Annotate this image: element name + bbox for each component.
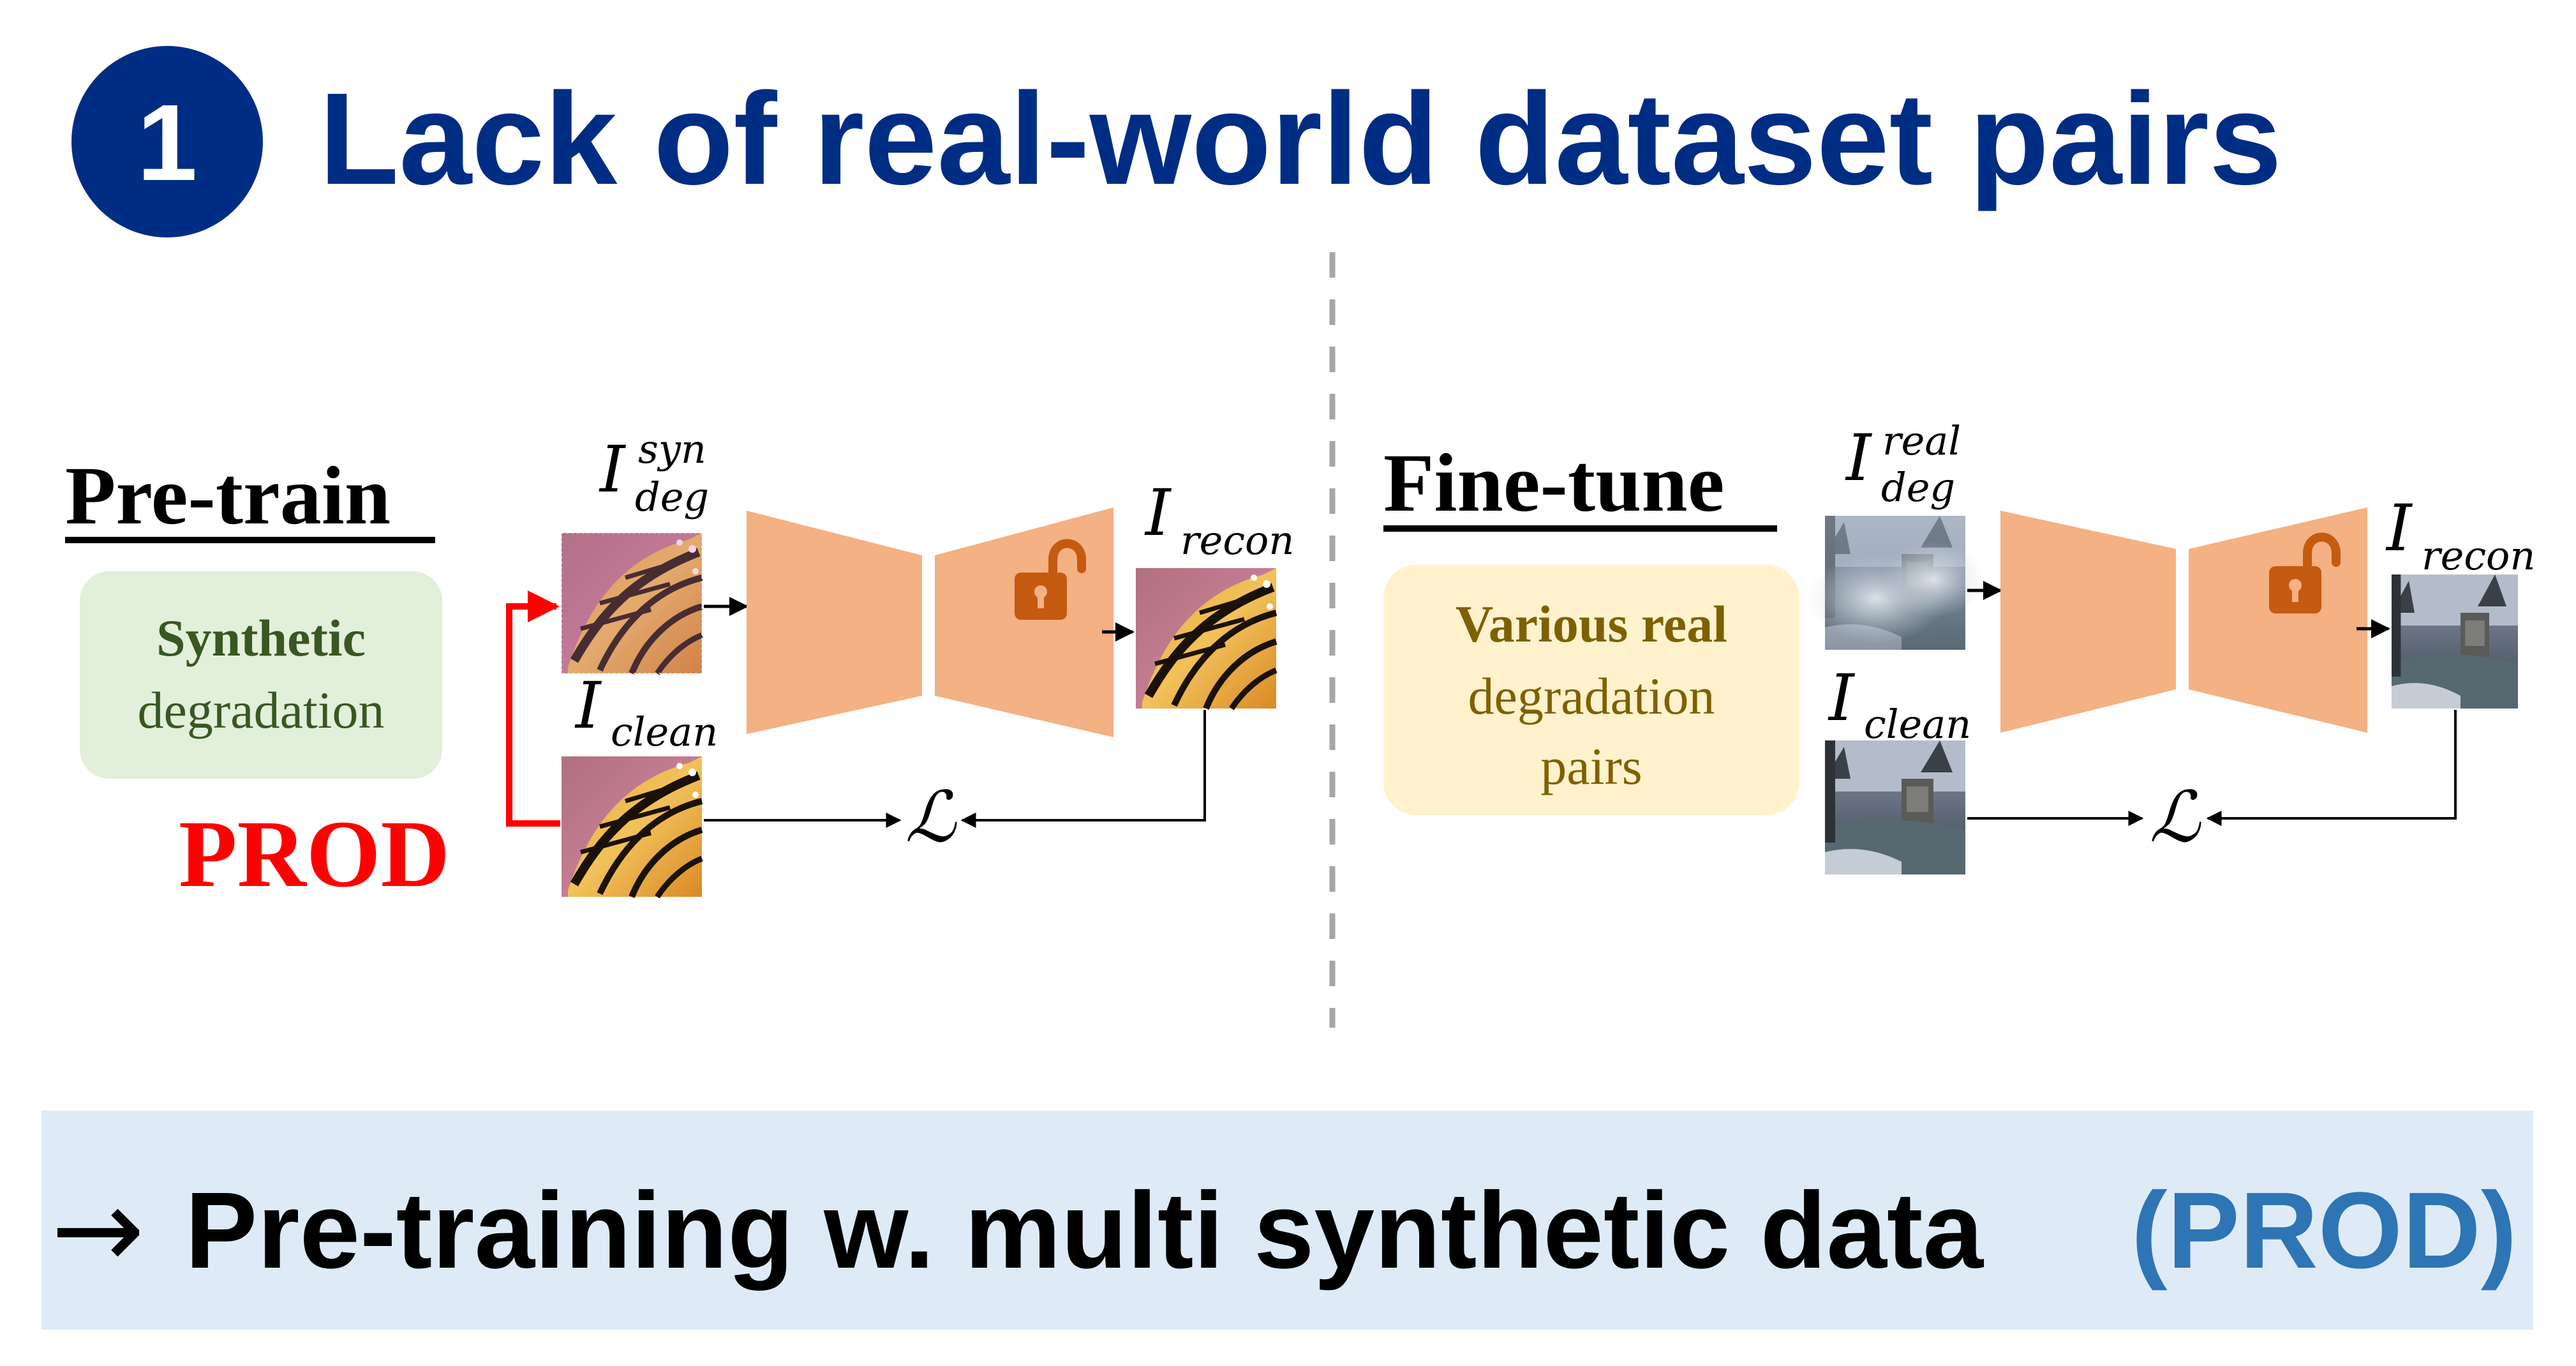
real-degradation-box bbox=[1383, 565, 1799, 815]
banner-arrow: → bbox=[51, 1165, 145, 1295]
deg-image-label-sub: deg bbox=[635, 474, 709, 520]
banner-highlight: (PROD) bbox=[2131, 1170, 2517, 1291]
decoder-shape bbox=[935, 507, 1113, 737]
banner-text: Pre-training w. multi synthetic data bbox=[185, 1170, 1984, 1291]
finetune-heading: Fine-tune bbox=[1383, 437, 1724, 529]
title-group: 1 Lack of real-world dataset pairs bbox=[71, 46, 2282, 237]
conclusion-banner: → Pre-training w. multi synthetic data (… bbox=[41, 1111, 2533, 1330]
prod-bracket-arrow bbox=[506, 590, 560, 827]
recon-to-loss-arrow bbox=[960, 710, 1206, 828]
pretrain-heading: Pre-train bbox=[65, 450, 391, 542]
real-box-line1: Various real bbox=[1456, 595, 1727, 653]
unlocked-icon bbox=[1015, 539, 1086, 620]
synthetic-box-line2: degradation bbox=[137, 681, 384, 739]
deg-image-label-sup: syn bbox=[638, 426, 706, 472]
page-title: Lack of real-world dataset pairs bbox=[319, 66, 2282, 212]
synthetic-degradation-box bbox=[80, 571, 442, 779]
finetune-recon-to-loss-arrow bbox=[2206, 710, 2457, 826]
finetune-encoder-shape bbox=[2000, 511, 2176, 733]
finetune-section: Fine-tune Various real degradation pairs… bbox=[1383, 417, 2535, 874]
step-number: 1 bbox=[137, 82, 198, 204]
finetune-decoder-shape bbox=[2189, 507, 2367, 733]
finetune-clean-label-main: I bbox=[1828, 661, 1856, 735]
synthetic-degraded-image bbox=[562, 533, 702, 673]
deg-image-label-main: I bbox=[599, 432, 627, 507]
real-degraded-image bbox=[1806, 516, 1984, 650]
finetune-clean-image bbox=[1825, 740, 1965, 874]
finetune-recon-label-main: I bbox=[2385, 491, 2413, 566]
pretrain-section: Pre-train Synthetic degradation PROD I s… bbox=[65, 426, 1294, 907]
encoder-shape bbox=[747, 511, 922, 734]
real-deg-label-sub: deg bbox=[1881, 464, 1955, 511]
finetune-recon-label-sub: recon bbox=[2422, 532, 2535, 579]
banner-background bbox=[41, 1111, 2533, 1330]
real-box-line3: pairs bbox=[1540, 737, 1642, 795]
real-box-line2: degradation bbox=[1468, 667, 1715, 725]
reconstructed-image bbox=[1136, 568, 1276, 709]
finetune-loss-symbol: ℒ bbox=[2149, 776, 2201, 858]
step-number-badge bbox=[71, 46, 263, 237]
clean-image bbox=[562, 756, 702, 897]
synthetic-box-line1: Synthetic bbox=[156, 609, 366, 667]
real-deg-label-sup: real bbox=[1882, 417, 1961, 464]
finetune-clean-label-sub: clean bbox=[1864, 701, 1971, 747]
clean-image-label-sub: clean bbox=[611, 709, 718, 755]
clean-image-label-main: I bbox=[574, 668, 602, 743]
recon-image-label-sub: recon bbox=[1180, 517, 1294, 564]
finetune-reconstructed-image bbox=[2392, 574, 2518, 709]
recon-image-label-main: I bbox=[1144, 476, 1172, 550]
finetune-unlocked-icon bbox=[2269, 532, 2341, 613]
loss-symbol: ℒ bbox=[905, 776, 957, 858]
real-deg-label-main: I bbox=[1845, 421, 1873, 495]
prod-label: PROD bbox=[179, 801, 450, 907]
